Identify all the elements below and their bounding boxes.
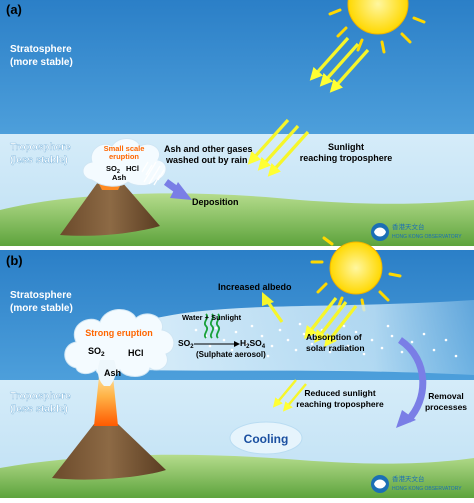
so2-label-b: SO2 [88, 346, 105, 358]
sun-icon [328, 0, 426, 54]
reduced-sunlight-label: Reduced sunlight [304, 388, 375, 398]
so2-label-a: SO2 [106, 164, 120, 175]
increased-albedo-label: Increased albedo [218, 282, 292, 292]
logo-chinese-b: 香港天文台 [392, 474, 425, 483]
small-eruption-label: Small scale [104, 144, 145, 153]
sunlight-label-a: Sunlight [328, 142, 364, 152]
sulphate-aerosol-label: (Sulphate aerosol) [196, 350, 266, 359]
cooling-ellipse [229, 421, 303, 455]
logo-english-a: HONG KONG OBSERVATORY [392, 234, 462, 240]
sunlight-sublabel-a: reaching troposphere [300, 153, 393, 163]
hcl-label-b: HCl [128, 348, 144, 358]
absorption-sublabel: solar radiation [306, 343, 365, 353]
sunlight-arrows-upper-a [309, 36, 370, 93]
reaction-so2: SO2 [178, 338, 194, 350]
absorption-label: Absorption of [306, 332, 362, 342]
stratosphere-label-a: Stratosphere [10, 44, 72, 55]
panel-a: (a) Stratosphere (more stable) Troposphe… [0, 0, 474, 246]
volcano-a [60, 182, 160, 236]
reaction-h2so4: H2SO4 [240, 338, 266, 350]
troposphere-sublabel-a: (less stable) [10, 155, 68, 166]
strong-eruption-label: Strong eruption [85, 328, 153, 338]
cooling-label: Cooling [244, 432, 289, 446]
stratosphere-label-b: Stratosphere [10, 290, 72, 301]
ash-label-b: Ash [104, 368, 121, 378]
troposphere-label-b: Troposphere [10, 391, 71, 402]
removal-sublabel: processes [425, 402, 467, 412]
removal-arrow [396, 337, 427, 428]
hko-logo-b: 香港天文台 HONG KONG OBSERVATORY [371, 474, 462, 493]
water-sunlight-label: Water + Sunlight [182, 313, 242, 322]
sunlight-arrows-lower-b [272, 379, 307, 412]
washout-sublabel: washed out by rain [165, 155, 248, 165]
logo-chinese-a: 香港天文台 [392, 222, 425, 231]
deposition-arrow [163, 179, 192, 200]
ash-column [97, 360, 117, 386]
troposphere-label-a: Troposphere [10, 142, 71, 153]
stratosphere-sublabel-a: (more stable) [10, 57, 73, 68]
sunlight-arrows-upper-b [304, 297, 358, 348]
volcano-b [52, 424, 166, 480]
albedo-arrow [262, 292, 284, 323]
rain-streaks [141, 161, 165, 186]
stratosphere-sublabel-b: (more stable) [10, 303, 73, 314]
hcl-label-a: HCl [126, 164, 139, 173]
ash-label-a: Ash [112, 173, 127, 182]
reaction-arrowhead [234, 341, 240, 347]
water-steam-icon [203, 313, 221, 339]
small-eruption-cloud [82, 138, 167, 187]
washout-label: Ash and other gases [164, 144, 253, 154]
logo-english-b: HONG KONG OBSERVATORY [392, 486, 462, 492]
hko-logo-a: 香港天文台 HONG KONG OBSERVATORY [371, 222, 462, 241]
removal-label: Removal [428, 391, 463, 401]
sunlight-arrows-lower-a [247, 118, 310, 177]
reduced-sunlight-sublabel: reaching troposphere [296, 399, 384, 409]
panel-b-tag: (b) [6, 253, 23, 268]
small-eruption-sublabel: eruption [109, 152, 139, 161]
panel-divider [0, 246, 474, 250]
panel-a-tag: (a) [6, 2, 22, 17]
troposphere-sublabel-b: (less stable) [10, 404, 68, 415]
panel-b: (b) Stratosphere (more stable) Troposphe… [0, 236, 474, 498]
deposition-label: Deposition [192, 197, 239, 207]
